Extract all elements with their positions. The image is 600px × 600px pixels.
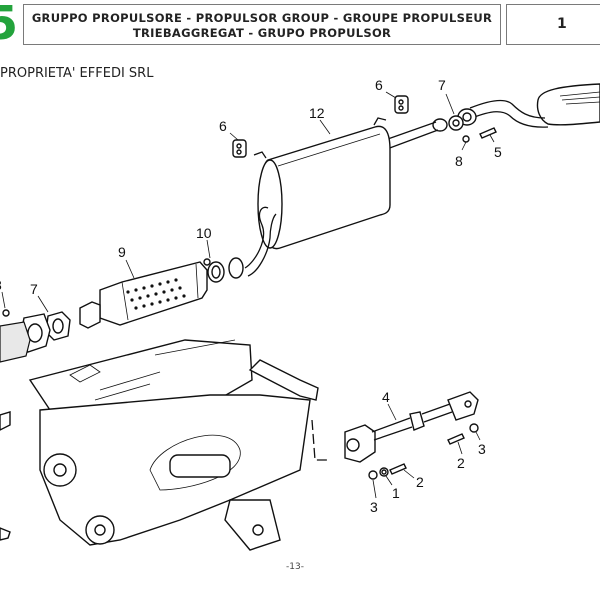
callout-catalytic-converter: 9 (118, 244, 126, 260)
page-box-text: 1 (557, 16, 567, 32)
title-box: GRUPPO PROPULSORE - PROPULSOR GROUP - GR… (23, 4, 501, 45)
hanger-left (232, 139, 247, 158)
callout-clamp: 10 (196, 225, 212, 241)
owner-note: PROPRIETA' EFFEDI SRL (0, 66, 154, 81)
title-line-2: TRIEBAGGREGAT - GRUPO PROPULSOR (132, 26, 392, 40)
callout-nut-rear-shaft: 3 (478, 441, 486, 457)
section-number: 5 (0, 0, 19, 50)
callout-bolt-rear-shaft: 2 (457, 455, 465, 471)
page-box: 1 (506, 4, 600, 45)
intermediate-pipe (384, 121, 439, 150)
callout-hanger-right: 6 (375, 77, 383, 93)
engine-block (0, 339, 319, 551)
callout-hanger-left: 6 (219, 118, 227, 134)
title-line-1: GRUPPO PROPULSORE - PROPULSOR GROUP - GR… (31, 11, 493, 25)
hanger-right (394, 95, 409, 114)
callout-rear-muffler: 12 (309, 105, 325, 121)
callout-washer: 1 (392, 485, 400, 501)
rear-silencer (536, 83, 600, 126)
clamp (203, 257, 244, 283)
callout-leaders (1, 91, 495, 499)
driveshaft-leader-dashed (311, 419, 330, 461)
callout-bolt-rear: 5 (494, 144, 502, 160)
tail-pipe (469, 99, 549, 128)
callout-nut-rear: 8 (455, 153, 463, 169)
callout-driveshaft: 4 (382, 389, 390, 405)
callout-nut-front: 8 (0, 277, 2, 293)
catalytic-converter (79, 261, 208, 329)
rear-flange-assembly (432, 108, 497, 143)
central-muffler (244, 117, 391, 277)
callout-gasket-rear: 7 (438, 77, 446, 93)
callout-bolt-front: 2 (416, 474, 424, 490)
front-gasket-assembly (0, 309, 71, 363)
callout-gasket-front: 7 (30, 281, 38, 297)
footer-page-number: -13- (286, 562, 304, 572)
driveshaft (344, 391, 479, 463)
fasteners (368, 423, 479, 480)
callout-nut-front-low: 3 (370, 499, 378, 515)
